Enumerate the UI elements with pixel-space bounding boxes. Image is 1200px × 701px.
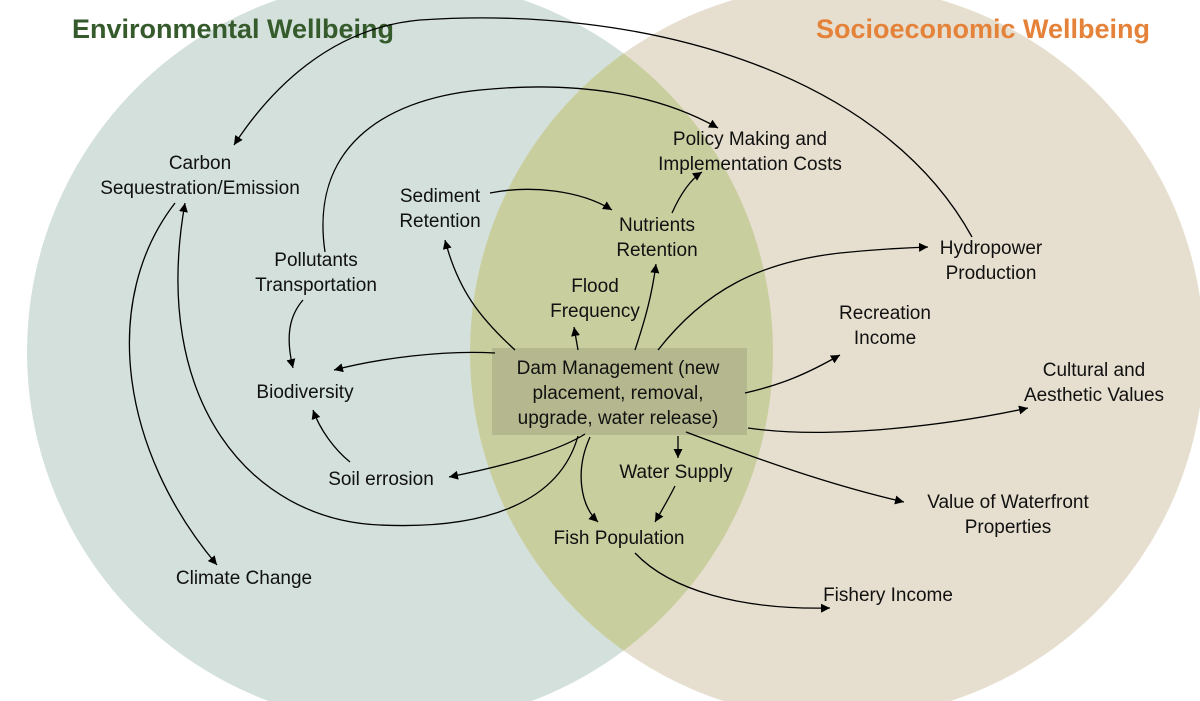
node-biodiversity: Biodiversity [256, 382, 354, 403]
dam-management-box [492, 348, 747, 435]
edge-dam-to-recreation [744, 354, 841, 394]
edge-pollutants-to-biodiversity [286, 299, 304, 369]
node-water-supply: Water Supply [619, 462, 733, 483]
edge-water-supply-to-fish [654, 485, 676, 523]
edge-carbon-to-climate [128, 202, 218, 566]
edge-dam-to-hydropower [657, 242, 929, 351]
edge-dam-to-nutrients [634, 263, 660, 351]
edge-dam-to-flood [571, 326, 580, 351]
environmental-wellbeing-title: Environmental Wellbeing [72, 14, 394, 44]
socioeconomic-wellbeing-title: Socioeconomic Wellbeing [816, 14, 1150, 44]
edge-soil-to-biodiversity [311, 409, 351, 463]
edge-dam-to-carbon [177, 202, 579, 527]
edge-dam-to-soil [448, 433, 586, 480]
edge-dam-to-sediment [442, 239, 516, 351]
edge-dam-to-cultural [747, 405, 1029, 433]
edges [128, 17, 1029, 613]
node-fishery-income: Fishery Income [823, 585, 953, 606]
edge-nutrients-to-policy [671, 171, 703, 214]
edge-pollutants-to-policy [322, 86, 719, 253]
overlap-region [470, 0, 773, 701]
edge-dam-to-biodiversity [333, 351, 496, 373]
node-soil-erosion: Soil errosion [328, 469, 434, 490]
edge-hydropower-to-carbon [233, 17, 973, 238]
edge-fish-to-fishery [634, 552, 831, 613]
node-climate-change: Climate Change [176, 568, 312, 589]
edge-dam-to-waterfront [685, 431, 905, 505]
edge-dam-to-fish [580, 436, 599, 523]
edge-sediment-to-nutrients [489, 188, 613, 211]
node-fish-population: Fish Population [554, 528, 685, 549]
